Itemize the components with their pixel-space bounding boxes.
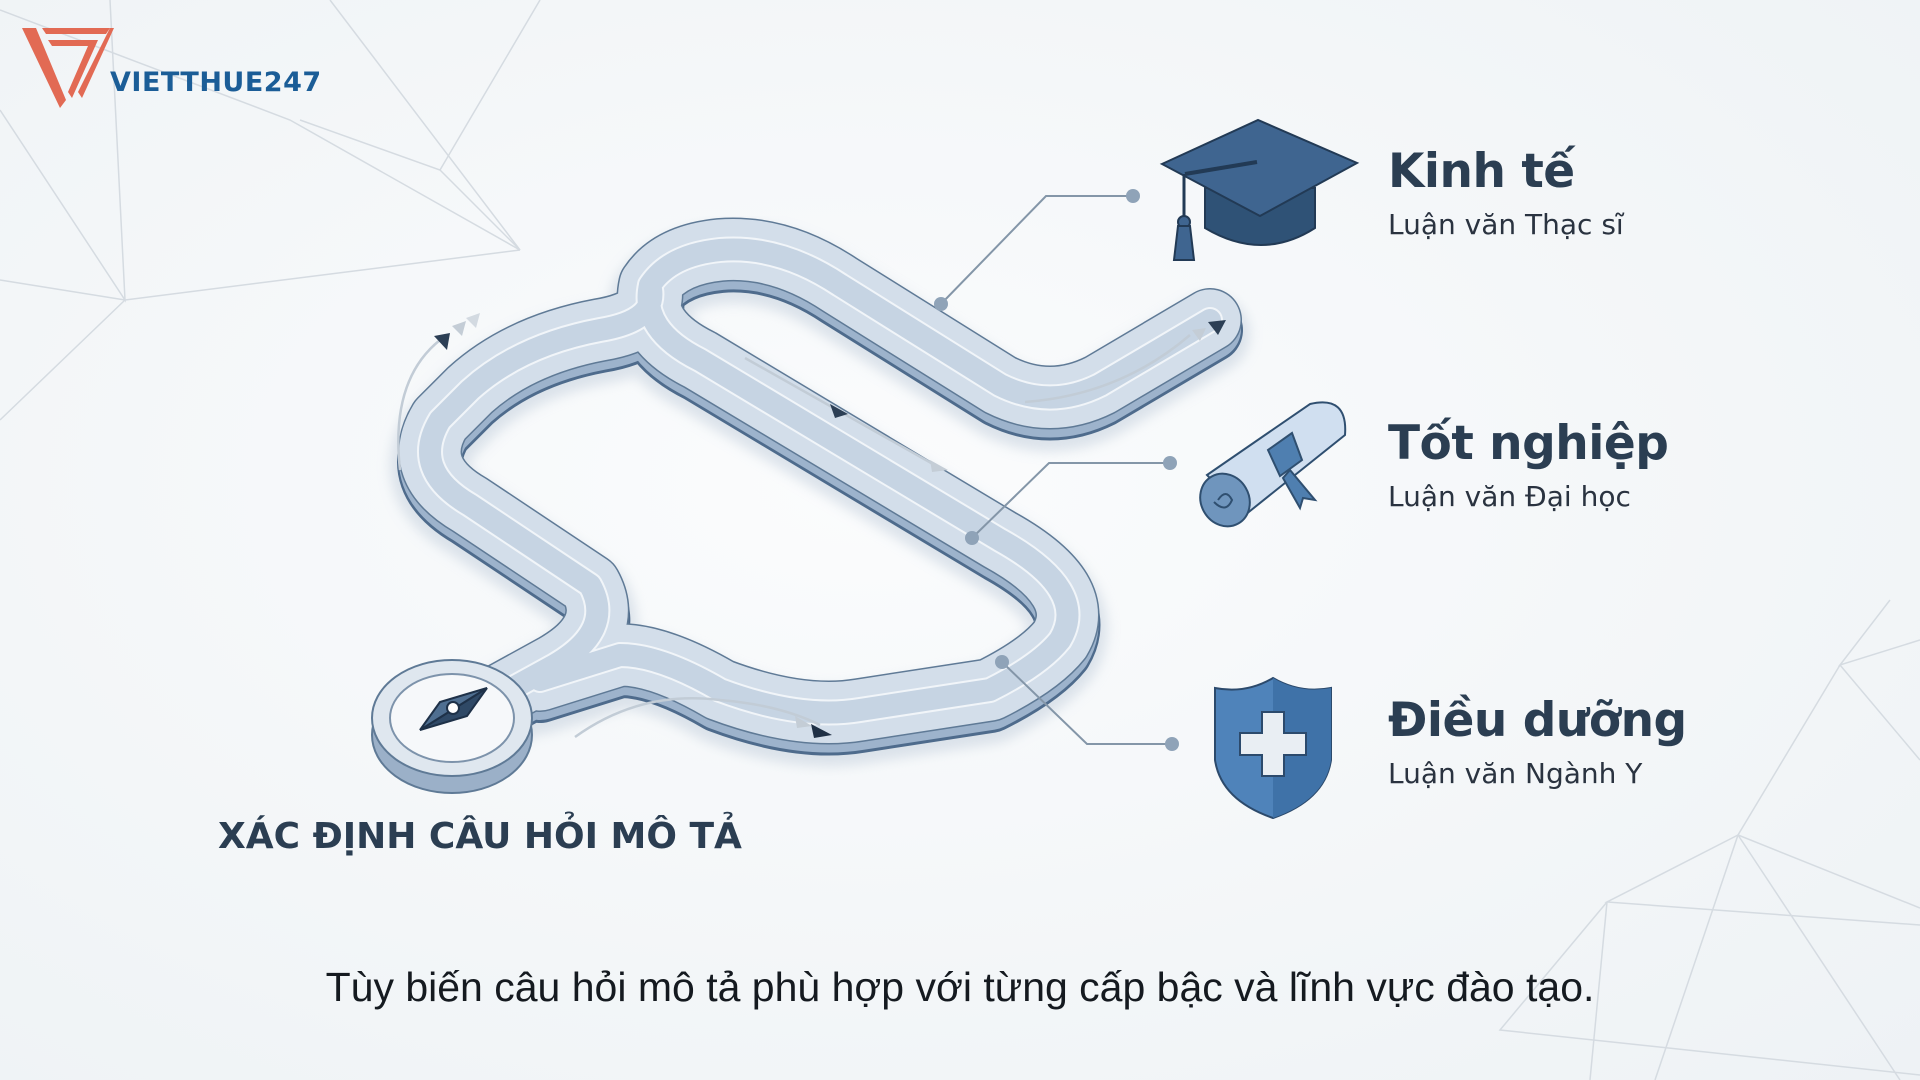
destination-title: Kinh tế (1388, 144, 1575, 199)
start-label: XÁC ĐỊNH CÂU HỎI MÔ TẢ (218, 816, 742, 857)
destination-kinh-te: Kinh tế Luận văn Thạc sĩ (1388, 146, 1624, 241)
diploma-scroll-icon (1199, 401, 1347, 528)
destination-title: Điều dưỡng (1388, 693, 1687, 748)
destination-title: Tốt nghiệp (1388, 416, 1669, 471)
connector-lines (940, 195, 1172, 745)
brand-logo: VIETTHUE247 (22, 28, 322, 108)
destination-subtitle: Luận văn Ngành Y (1388, 756, 1643, 790)
destination-subtitle: Luận văn Thạc sĩ (1388, 207, 1624, 241)
subtitle-caption: Tùy biến câu hỏi mô tả phù hợp với từng … (325, 964, 1595, 1010)
medical-shield-icon (1214, 676, 1332, 820)
road-track (390, 217, 1250, 774)
compass-icon (371, 659, 533, 794)
arrowhead-icons (434, 313, 1226, 738)
destination-subtitle: Luận văn Đại học (1388, 479, 1631, 513)
graduation-cap-icon (1159, 118, 1360, 261)
connector-dots (934, 189, 1179, 751)
brand-name: VIETTHUE247 (110, 67, 322, 98)
brand-logo-mark-icon (22, 28, 114, 108)
destination-tot-nghiep: Tốt nghiệp Luận văn Đại học (1388, 416, 1669, 513)
destination-dieu-duong: Điều dưỡng Luận văn Ngành Y (1388, 695, 1687, 790)
